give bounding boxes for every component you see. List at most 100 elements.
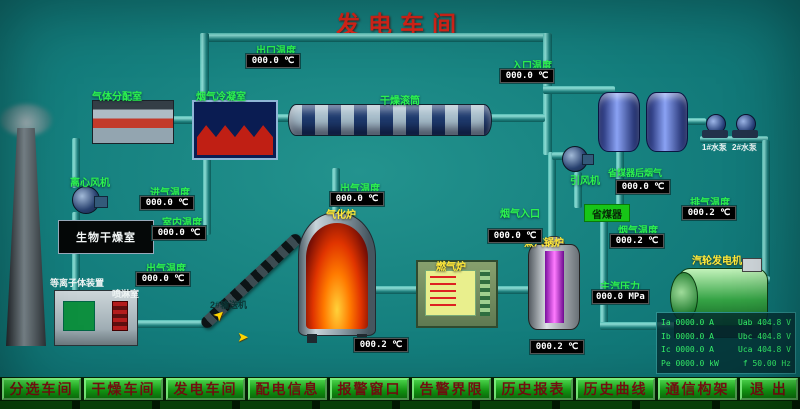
table-row: Ib 0000.0 A Ubc 404.8 V	[661, 332, 791, 341]
pipe-segment	[616, 148, 624, 206]
label-inlet-temp: 入口温度	[512, 61, 552, 72]
bio-drying-room: 生物干燥室	[58, 220, 154, 254]
economizer: 省煤器	[584, 204, 630, 222]
pipe-segment	[600, 219, 608, 291]
menu-button-history-reports[interactable]: 历史报表	[494, 378, 573, 400]
gas-distribution-unit	[92, 100, 174, 144]
water-tank-1	[598, 92, 640, 152]
label-conveyor: 2#输送机	[210, 300, 248, 310]
cabinet-indicator	[112, 301, 128, 331]
display-inlet-temp: 000.0 ℃	[500, 69, 554, 83]
pump-base	[732, 130, 758, 138]
pipe-segment	[200, 33, 209, 103]
display-flue-inlet-temp: 000.0 ℃	[488, 229, 542, 243]
pipe-segment	[72, 212, 80, 224]
label-outgas-temp-left: 出气温度	[146, 264, 186, 275]
label-gas-distribution-room: 气体分配室	[92, 92, 142, 103]
label-plasma-device: 等离子体装置	[50, 278, 105, 288]
display-exhaust-temp: 000.2 ℃	[682, 206, 736, 220]
water-tank-2	[646, 92, 688, 152]
flue-gas-condenser	[192, 100, 278, 160]
menu-button-alarm-limits[interactable]: 告警界限	[412, 378, 491, 400]
pipe-segment	[203, 153, 211, 235]
display-outgas-temp-center: 000.0 ℃	[330, 192, 384, 206]
bottom-menu-bar: 分选车间 干燥车间 发电车间 配电信息 报警窗口 告警界限 历史报表 历史曲线 …	[0, 377, 800, 401]
label-gas-furnace: 燃气炉	[436, 262, 466, 273]
furnace-grille	[480, 270, 490, 316]
table-row: Ic 0000.0 A Uca 404.8 V	[661, 345, 791, 354]
label-room-temp: 室内温度	[162, 218, 202, 229]
fan-duct	[582, 154, 594, 165]
table-row: Ia 0000.0 A Uab 404.8 V	[661, 318, 791, 327]
label-turbine-generator: 汽轮发电机	[692, 256, 742, 267]
label-intake-temp: 进气温度	[150, 188, 190, 199]
pipe-segment	[543, 86, 615, 94]
label-flue-inlet: 烟气入口	[500, 209, 540, 220]
table-cell: Pe 0000.0 kW	[661, 358, 719, 368]
gasifier-flame	[306, 223, 368, 329]
menu-button-exit[interactable]: 退 出	[740, 378, 798, 400]
table-cell: Uab 404.8 V	[738, 318, 791, 328]
fan-duct	[94, 196, 108, 208]
table-cell: Ib 0000.0 A	[661, 331, 714, 341]
pipe-segment	[600, 322, 680, 330]
pipe-segment	[700, 136, 768, 143]
table-cell: Ubc 404.8 V	[738, 331, 791, 341]
menu-button-distribution-info[interactable]: 配电信息	[248, 378, 327, 400]
pipe-segment	[762, 140, 770, 282]
label-condenser: 烟气冷凝室	[196, 92, 246, 103]
label-drying-drum: 干燥滚筒	[380, 96, 420, 107]
condenser-fill	[197, 125, 273, 155]
display-main-steam-pressure: 000.0 MPa	[592, 290, 649, 304]
menu-button-comm-structure[interactable]: 通信构架	[658, 378, 737, 400]
chimney	[6, 128, 46, 346]
drying-drum	[288, 104, 492, 136]
pipe-segment	[372, 286, 418, 294]
label-outlet-temp: 出口温度	[256, 46, 296, 57]
furnace-flames	[430, 275, 456, 311]
plasma-cabinet	[54, 290, 138, 346]
menu-button-drying-workshop[interactable]: 干燥车间	[84, 378, 163, 400]
pipe-segment	[686, 118, 706, 125]
table-row: Pe 0000.0 kW f 50.00 Hz	[661, 359, 791, 368]
pipe-segment	[170, 116, 194, 124]
pump-base	[702, 130, 728, 138]
bottom-strip	[0, 401, 800, 409]
label-flue-temp: 烟气温度	[618, 226, 658, 237]
table-cell: Ia 0000.0 A	[661, 318, 714, 328]
menu-button-power-workshop[interactable]: 发电车间	[166, 378, 245, 400]
menu-button-alarm-window[interactable]: 报警窗口	[330, 378, 409, 400]
generator-data-table: Ia 0000.0 A Uab 404.8 V Ib 0000.0 A Ubc …	[656, 312, 796, 374]
pipe-segment	[543, 33, 552, 155]
display-intake-temp: 000.0 ℃	[140, 196, 194, 210]
menu-button-sorting-workshop[interactable]: 分选车间	[2, 378, 81, 400]
label-post-economizer-flue: 省煤器后烟气	[608, 168, 663, 178]
pipe-segment	[200, 33, 552, 42]
label-spray-room: 喷淋室	[112, 289, 140, 299]
gasifier-leg	[307, 334, 317, 343]
display-outgas-temp-left: 000.0 ℃	[136, 272, 190, 286]
label-gasifier: 气化炉	[326, 210, 356, 221]
turbine-valve-box	[742, 258, 762, 272]
label-induced-fan: 引风机	[570, 176, 600, 187]
flow-arrow-icon: ➤	[238, 330, 249, 344]
label-exhaust-temp: 排气温度	[690, 198, 730, 209]
steam-boiler	[528, 244, 580, 330]
label-centrifugal-fan: 离心风机	[70, 178, 110, 189]
table-cell: Uca 404.8 V	[738, 345, 791, 355]
label-outgas-temp-center: 出气温度	[340, 184, 380, 195]
cabinet-screen	[63, 301, 95, 331]
menu-button-history-curves[interactable]: 历史曲线	[576, 378, 655, 400]
pipe-segment	[548, 152, 556, 246]
pipe-segment	[574, 172, 582, 208]
label-main-steam-pressure: 主汽压力	[600, 282, 640, 293]
pipe-segment	[72, 250, 80, 294]
pipe-segment	[488, 114, 545, 122]
boiler-core	[544, 250, 564, 324]
label-steam-boiler: 蒸汽锅炉	[524, 238, 564, 249]
display-outlet-temp: 000.0 ℃	[246, 54, 300, 68]
pipe-segment	[492, 286, 530, 294]
label-pump-2: 2#水泵	[732, 143, 757, 152]
label-pump-1: 1#水泵	[702, 143, 727, 152]
